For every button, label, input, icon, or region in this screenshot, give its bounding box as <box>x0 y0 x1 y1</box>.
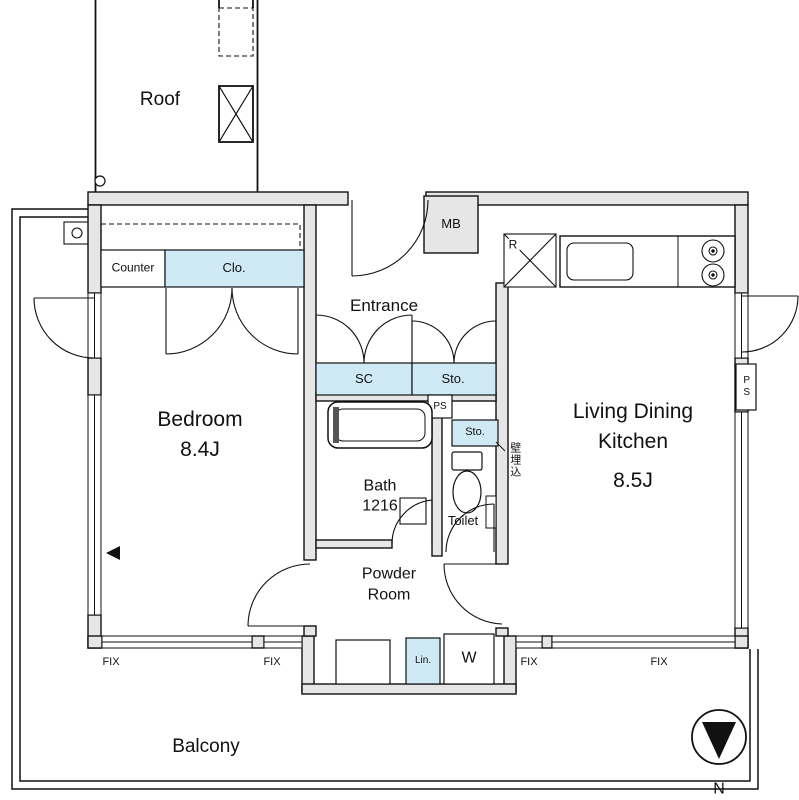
vent-circle <box>71 227 83 239</box>
fix-window-label-1: FIX <box>102 656 120 669</box>
bath-faucet-deck <box>333 407 339 443</box>
vanity-box <box>335 639 391 685</box>
stove-burner-icon <box>701 239 725 287</box>
left-casement-window-arc <box>33 297 95 359</box>
north-arrow-icon <box>702 722 736 759</box>
balcony-railing <box>11 208 759 790</box>
bath-door-arc <box>391 499 433 545</box>
closet-double-doors <box>165 287 299 355</box>
compass <box>691 709 747 765</box>
ldk-name-line2: Kitchen <box>597 429 669 453</box>
shoe-closet-label: SC <box>354 371 374 387</box>
roof-corridor <box>94 0 259 192</box>
entrance-label: Entrance <box>349 296 419 316</box>
right-casement-window-arc <box>741 295 799 353</box>
powder-ldk-door-arc <box>443 563 503 625</box>
bath-size-label: 1216 <box>362 497 398 515</box>
bedroom-name-label: Bedroom <box>157 407 243 431</box>
powder-room-line1: Powder <box>361 565 417 583</box>
vent-box <box>63 221 91 245</box>
kitchen-counter <box>559 235 736 288</box>
closet-shelf-dashed <box>100 223 301 251</box>
doors <box>33 199 799 627</box>
counter-label: Counter <box>111 260 155 275</box>
closet-box <box>164 249 305 288</box>
refrigerator-label: R <box>506 237 520 252</box>
counter-box <box>100 249 166 288</box>
bedroom-size-label: 8.4J <box>180 437 220 461</box>
interior-walls <box>303 204 509 637</box>
toilet-fixture <box>451 451 497 529</box>
compass-north-label: N <box>713 780 725 798</box>
roof-hatch-dashed <box>218 7 254 57</box>
ldk-size-label: 8.5J <box>613 468 653 492</box>
powder-room-line2: Room <box>367 586 411 604</box>
closet-label: Clo. <box>222 260 246 276</box>
drain-circle <box>94 175 106 187</box>
fix-window-label-3: FIX <box>520 656 538 669</box>
hall-storage-label: Sto. <box>441 371 465 387</box>
toilet-door-arc <box>445 503 495 553</box>
washer-box <box>443 633 495 685</box>
wall-embedded-label: 壁埋込 <box>508 442 521 478</box>
storage-boxes <box>100 195 757 685</box>
meter-box-label: MB <box>441 216 461 232</box>
linen-label: Lin. <box>414 654 432 666</box>
bedroom-marker <box>106 546 120 560</box>
hall-storage-box <box>411 362 497 396</box>
toilet-label: Toilet <box>447 513 479 529</box>
ldk-name-line1: Living Dining <box>572 399 694 423</box>
sink <box>566 242 634 281</box>
bedroom-door-arc <box>247 563 311 627</box>
balcony-label: Balcony <box>172 736 240 758</box>
roof-label: Roof <box>139 89 181 111</box>
toilet-panel <box>485 495 497 529</box>
fix-window-label-4: FIX <box>650 656 668 669</box>
toilet-storage-box <box>451 419 499 447</box>
shoe-closet-doors <box>315 314 413 364</box>
entrance-door-arc <box>351 199 429 277</box>
meter-box <box>423 195 479 254</box>
wall-embedded-leader <box>495 441 506 452</box>
pipe-space-wall-box <box>735 363 757 411</box>
pipe-space-wall-label: PS <box>741 375 753 399</box>
washer-label: W <box>461 649 477 667</box>
windows <box>87 292 749 649</box>
bath-name-label: Bath <box>363 477 397 495</box>
toilet-storage-label: Sto. <box>465 426 485 439</box>
fix-window-label-2: FIX <box>263 656 281 669</box>
linen-box <box>405 637 441 685</box>
pipe-space-hall-label: PS <box>433 400 447 412</box>
hall-storage-doors <box>411 320 497 364</box>
